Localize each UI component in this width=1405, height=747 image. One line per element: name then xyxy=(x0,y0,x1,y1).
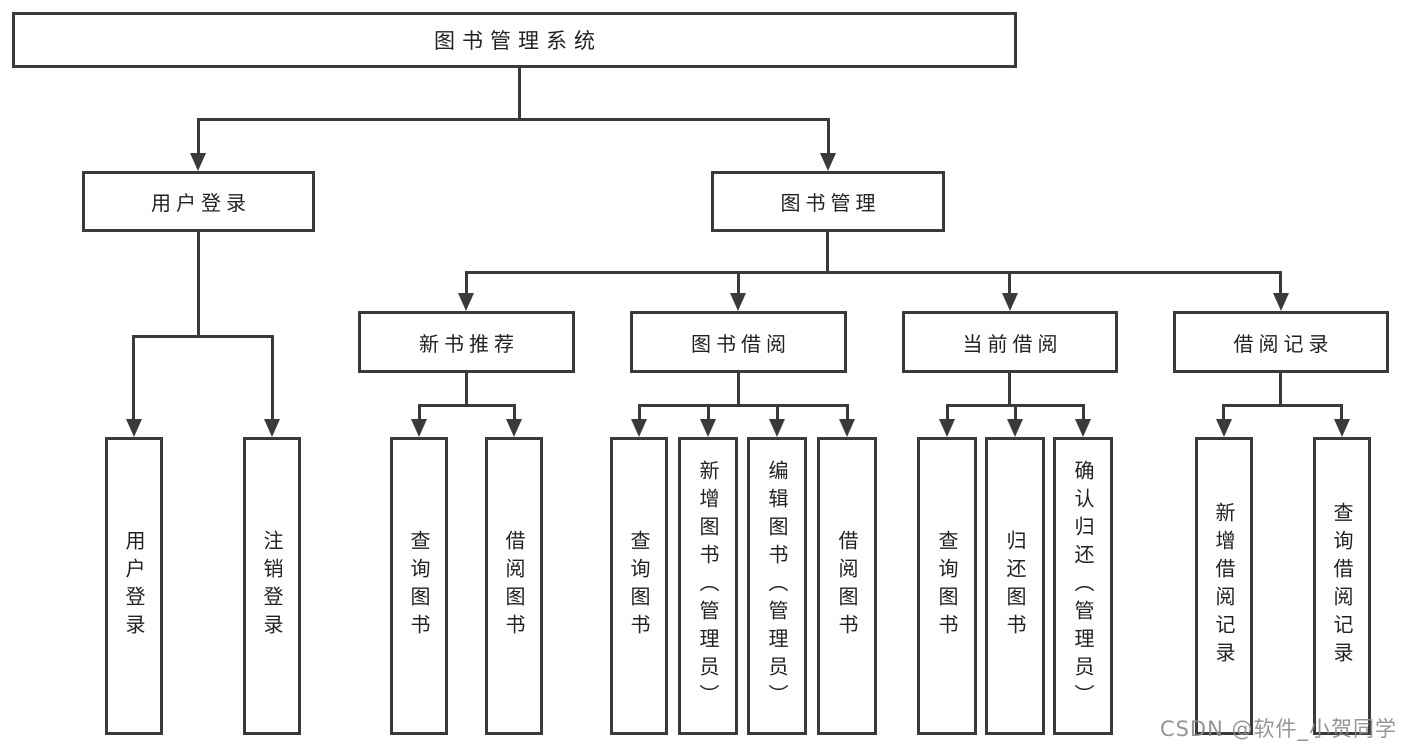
leaf-add-book-admin: 新增图书（管理员） xyxy=(678,437,738,735)
node-library-system: 图书管理系统 xyxy=(12,12,1017,68)
leaf-logout: 注销登录 xyxy=(243,437,301,735)
node-current-borrowing-label: 当前借阅 xyxy=(962,331,1063,356)
connector-borrowing-crossbar xyxy=(638,404,848,407)
leaf-query-books-recommend-label: 查询图书 xyxy=(407,530,431,642)
leaf-borrow-books-label: 借阅图书 xyxy=(835,530,859,642)
leaf-query-borrow-record-label: 查询借阅记录 xyxy=(1330,502,1354,670)
arrow-down-icon xyxy=(1273,293,1289,311)
arrow-down-icon xyxy=(1002,293,1018,311)
arrow-down-icon xyxy=(820,153,836,171)
arrow-down-icon xyxy=(769,419,785,437)
arrow-down-icon xyxy=(1007,419,1023,437)
arrow-down-icon xyxy=(411,419,427,437)
connector-book-mgmt-stem xyxy=(827,118,830,155)
connector-leaf-stem xyxy=(513,404,516,421)
connector-borrowing-down xyxy=(737,373,740,407)
node-borrow-records: 借阅记录 xyxy=(1173,311,1389,373)
leaf-return-book-label: 归还图书 xyxy=(1003,530,1027,642)
arrow-down-icon xyxy=(1075,419,1091,437)
arrow-down-icon xyxy=(126,419,142,437)
connector-root-crossbar xyxy=(197,118,830,121)
connector-leaf-stem xyxy=(1082,404,1085,421)
node-borrow-records-label: 借阅记录 xyxy=(1233,331,1334,356)
node-new-book-recommend-label: 新书推荐 xyxy=(419,331,519,356)
leaf-query-books-current-label: 查询图书 xyxy=(935,530,959,642)
connector-root-stem xyxy=(518,68,521,121)
connector-leaf-stem xyxy=(271,335,274,421)
leaf-edit-book-admin-label: 编辑图书（管理员） xyxy=(765,460,789,712)
arrow-down-icon xyxy=(506,419,522,437)
leaf-user-login-label: 用户登录 xyxy=(122,530,146,642)
connector-leaf-stem xyxy=(1014,404,1017,421)
connector-leaf-stem xyxy=(1222,404,1225,421)
arrow-down-icon xyxy=(190,153,206,171)
connector-leaf-stem xyxy=(638,404,641,421)
leaf-logout-label: 注销登录 xyxy=(260,530,284,642)
arrow-down-icon xyxy=(1216,419,1232,437)
leaf-query-books-recommend: 查询图书 xyxy=(390,437,448,735)
leaf-query-books-borrowing: 查询图书 xyxy=(610,437,668,735)
leaf-add-borrow-record-label: 新增借阅记录 xyxy=(1212,502,1236,670)
connector-branch-stem xyxy=(737,271,740,296)
leaf-return-book: 归还图书 xyxy=(985,437,1045,735)
connector-leaf-stem xyxy=(846,404,849,421)
arrow-down-icon xyxy=(631,419,647,437)
connector-book-mgmt-crossbar xyxy=(465,271,1282,274)
node-book-management: 图书管理 xyxy=(711,171,945,232)
node-user-login: 用户登录 xyxy=(82,171,315,232)
connector-leaf-stem xyxy=(946,404,949,421)
leaf-borrow-books: 借阅图书 xyxy=(817,437,877,735)
connector-user-login-down xyxy=(197,232,200,338)
node-new-book-recommend: 新书推荐 xyxy=(358,311,575,373)
node-book-management-label: 图书管理 xyxy=(780,191,881,215)
leaf-add-book-admin-label: 新增图书（管理员） xyxy=(696,460,720,712)
node-user-login-label: 用户登录 xyxy=(151,191,251,215)
connector-recommend-crossbar xyxy=(418,404,516,407)
leaf-query-books-current: 查询图书 xyxy=(917,437,977,735)
arrow-down-icon xyxy=(730,293,746,311)
connector-branch-stem xyxy=(1279,271,1282,296)
arrow-down-icon xyxy=(458,293,474,311)
leaf-edit-book-admin: 编辑图书（管理员） xyxy=(747,437,807,735)
connector-leaf-stem xyxy=(418,404,421,421)
leaf-add-borrow-record: 新增借阅记录 xyxy=(1195,437,1253,735)
connector-book-mgmt-down xyxy=(826,232,829,274)
leaf-borrow-books-recommend-label: 借阅图书 xyxy=(502,530,526,642)
connector-records-crossbar xyxy=(1222,404,1343,407)
arrow-down-icon xyxy=(839,419,855,437)
node-library-system-label: 图书管理系统 xyxy=(434,29,602,53)
arrow-down-icon xyxy=(1334,419,1350,437)
node-book-borrowing-label: 图书借阅 xyxy=(691,331,791,356)
connector-leaf-stem xyxy=(776,404,779,421)
connector-branch-stem xyxy=(1008,271,1011,296)
arrow-down-icon xyxy=(264,419,280,437)
leaf-confirm-return-admin: 确认归还（管理员） xyxy=(1053,437,1113,735)
connector-leaf-stem xyxy=(707,404,710,421)
connector-user-login-stem xyxy=(197,118,200,155)
node-current-borrowing: 当前借阅 xyxy=(902,311,1118,373)
connector-leaf-stem xyxy=(1340,404,1343,421)
connector-user-login-crossbar xyxy=(132,335,274,338)
connector-records-down xyxy=(1279,373,1282,407)
leaf-query-books-borrowing-label: 查询图书 xyxy=(627,530,651,642)
leaf-confirm-return-admin-label: 确认归还（管理员） xyxy=(1071,460,1095,712)
leaf-user-login: 用户登录 xyxy=(105,437,163,735)
arrow-down-icon xyxy=(700,419,716,437)
watermark-text: CSDN @软件_小贺同学 xyxy=(1159,717,1397,741)
connector-recommend-down xyxy=(465,373,468,407)
connector-current-down xyxy=(1008,373,1011,407)
leaf-query-borrow-record: 查询借阅记录 xyxy=(1313,437,1371,735)
node-book-borrowing: 图书借阅 xyxy=(630,311,847,373)
connector-leaf-stem xyxy=(132,335,135,421)
leaf-borrow-books-recommend: 借阅图书 xyxy=(485,437,543,735)
arrow-down-icon xyxy=(939,419,955,437)
connector-branch-stem xyxy=(465,271,468,296)
